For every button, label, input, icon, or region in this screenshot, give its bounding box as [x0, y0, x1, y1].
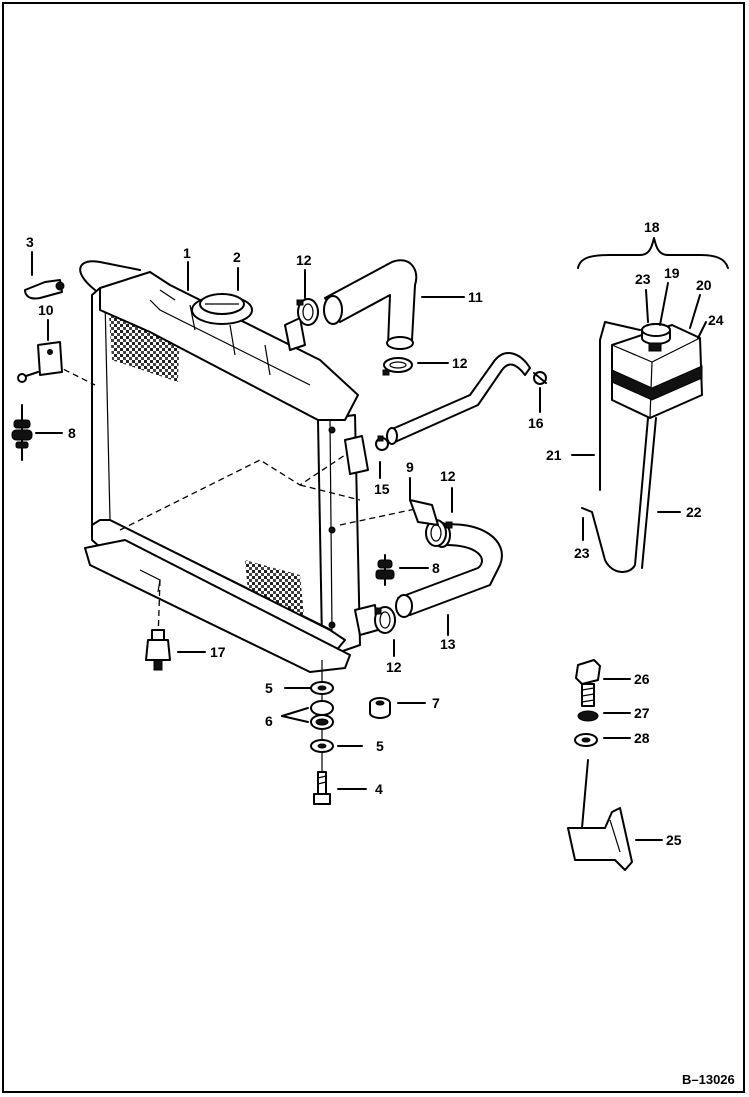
callout-brace	[577, 237, 729, 269]
callout-19: 19	[664, 265, 680, 281]
leader-lines	[31, 251, 707, 841]
callout-28: 28	[634, 730, 650, 746]
spacer	[369, 697, 391, 719]
callout-12: 12	[296, 252, 312, 268]
overflow-pipe	[386, 352, 531, 445]
callout-11: 11	[468, 289, 483, 305]
hose-clamp	[374, 606, 396, 634]
callout-8: 8	[68, 425, 76, 441]
callout-8: 8	[432, 560, 440, 576]
callout-15: 15	[374, 481, 390, 497]
callout-18: 18	[644, 219, 660, 235]
callout-24: 24	[708, 312, 724, 328]
water-pipe	[409, 499, 439, 526]
hose-clamp	[296, 298, 319, 326]
callout-4: 4	[375, 781, 383, 797]
callout-22: 22	[686, 504, 702, 520]
callout-12: 12	[386, 659, 402, 675]
callout-13: 13	[440, 636, 456, 652]
callout-17: 17	[210, 644, 226, 660]
callout-20: 20	[696, 277, 712, 293]
callout-2: 2	[233, 249, 241, 265]
callout-3: 3	[26, 234, 34, 250]
rubber-mount	[11, 404, 33, 461]
callout-23: 23	[635, 271, 651, 287]
callout-5: 5	[265, 680, 273, 696]
callout-1: 1	[183, 245, 191, 261]
hose-clamp	[375, 435, 389, 451]
callout-16: 16	[528, 415, 544, 431]
radiator-core	[79, 260, 379, 673]
callout-12: 12	[452, 355, 468, 371]
callout-23: 23	[574, 545, 590, 561]
hose-clamp	[382, 357, 413, 376]
flat-washer	[574, 733, 598, 747]
recovery-tank	[581, 321, 703, 573]
callout-5: 5	[376, 738, 384, 754]
callout-7: 7	[432, 695, 440, 711]
callout-25: 25	[666, 832, 682, 848]
hose-clamp	[533, 371, 547, 385]
callout-27: 27	[634, 705, 650, 721]
callout-21: 21	[546, 447, 562, 463]
callout-26: 26	[634, 671, 650, 687]
callout-10: 10	[38, 302, 54, 318]
hose-clip	[24, 279, 65, 300]
tank-bracket	[567, 759, 633, 871]
drain-plug	[145, 629, 171, 671]
mount-stack	[310, 660, 334, 805]
upper-hose	[323, 259, 418, 350]
drawing-reference-number: B–13026	[682, 1072, 735, 1087]
lock-washer	[577, 710, 599, 722]
callout-labels: 3 1 2 12 11 12 10 8 16 15 9 12 8 13 12 1…	[26, 219, 724, 848]
callout-9: 9	[406, 459, 414, 475]
bolt	[575, 659, 601, 707]
lower-hose	[395, 522, 503, 618]
rubber-mount	[375, 554, 395, 586]
mounting-bracket	[17, 341, 63, 383]
callout-12: 12	[440, 468, 456, 484]
callout-6: 6	[265, 713, 273, 729]
